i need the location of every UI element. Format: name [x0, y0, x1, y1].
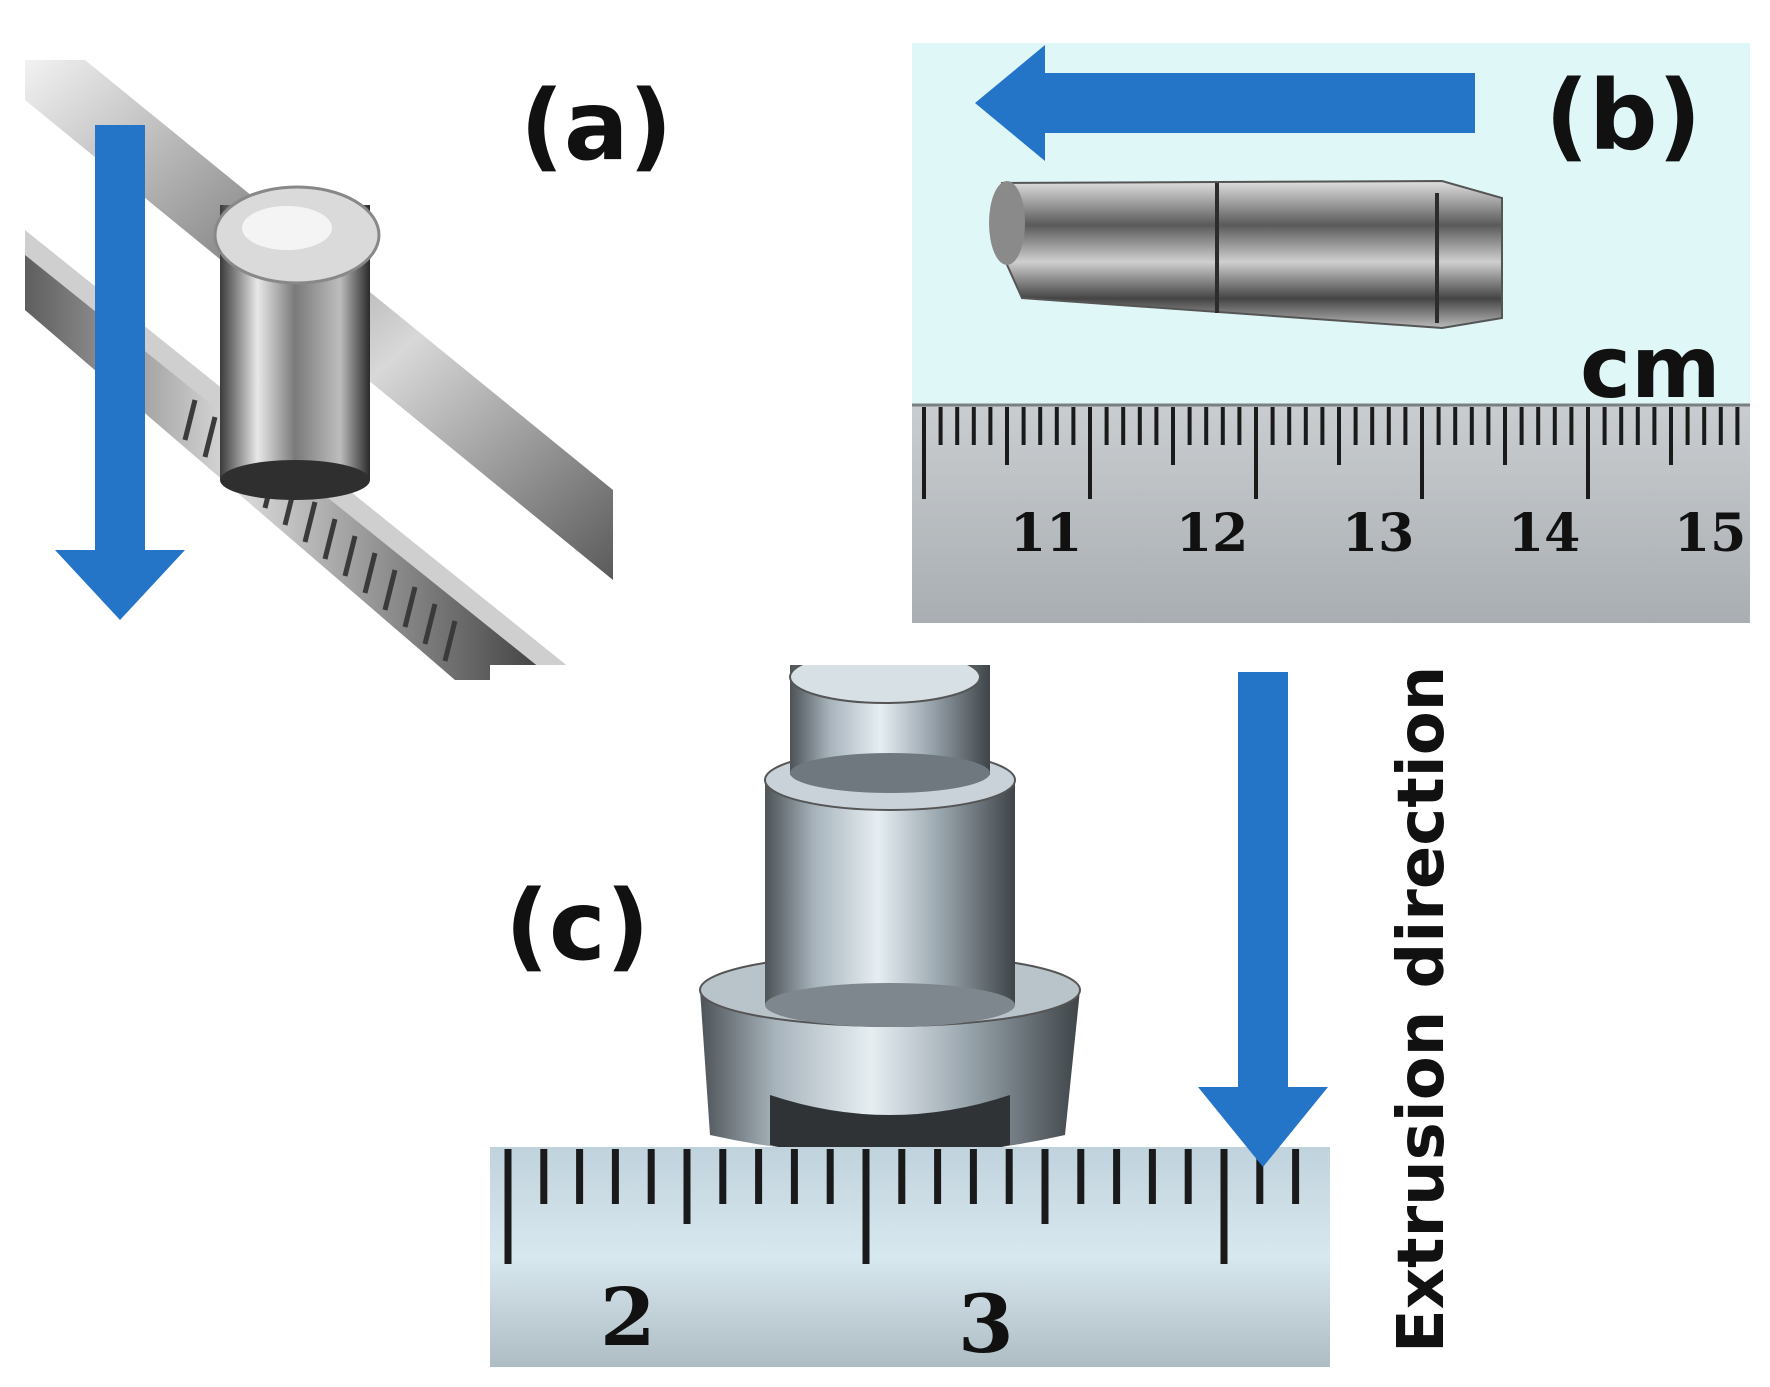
arrow-left-icon — [975, 45, 1475, 161]
ruler-number-15: 15 — [1674, 503, 1747, 564]
rod-photo — [912, 43, 1750, 623]
extrusion-direction-label: Extrusion direction — [1385, 665, 1459, 1353]
photo-panel-c: 2 3 — [490, 665, 1330, 1367]
ruler-number-13: 13 — [1342, 503, 1415, 564]
stepped-sample-photo — [490, 665, 1330, 1367]
panel-label-c: (c) — [505, 870, 650, 982]
arrow-down-icon — [1198, 672, 1328, 1167]
ruler-number-11: 11 — [1010, 503, 1083, 564]
ruler-number-2: 2 — [600, 1270, 656, 1364]
ruler-number-3: 3 — [958, 1277, 1014, 1367]
photo-panel-a — [25, 60, 613, 680]
unit-label: cm — [1580, 318, 1721, 418]
photo-panel-b: 11 12 13 14 15 — [912, 43, 1750, 623]
panel-label-b: (b) — [1545, 60, 1702, 172]
ruler-number-12: 12 — [1176, 503, 1249, 564]
tweezers-photo — [25, 60, 613, 680]
panel-label-a: (a) — [520, 70, 673, 182]
ruler-number-14: 14 — [1508, 503, 1581, 564]
arrow-down-icon — [55, 125, 185, 620]
